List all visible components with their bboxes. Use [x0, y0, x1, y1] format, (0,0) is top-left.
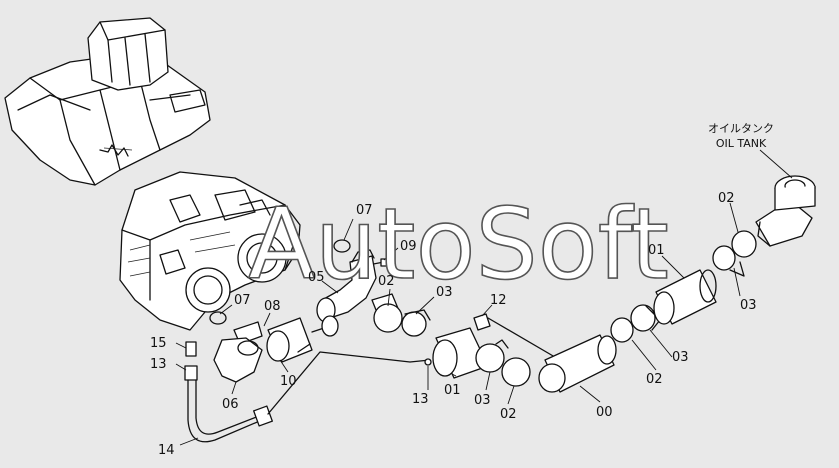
connecting-pipe-01-center: [432, 313, 561, 387]
callout-06: 06: [222, 397, 239, 412]
callout-09: 09: [400, 239, 417, 254]
callout-03-center: 03: [474, 393, 491, 408]
autosoft-watermark: AutoSoft: [248, 188, 669, 302]
clamp-set-right-lower: [610, 304, 661, 343]
oil-tank-label-japanese: オイルタンク: [708, 122, 774, 135]
callout-02-right-upper: 02: [718, 191, 735, 206]
excavator-overview-illustration: [4, 17, 211, 186]
callout-15: 15: [150, 336, 167, 351]
oil-tank-label-english: OIL TANK: [716, 137, 767, 150]
callout-01-right: 01: [648, 243, 665, 258]
callout-02-center: 02: [500, 407, 517, 422]
callout-01-center: 01: [444, 383, 461, 398]
callout-14: 14: [158, 443, 175, 458]
connecting-pipe-01-right: [653, 269, 717, 325]
callout-02-right-lower: 02: [646, 372, 663, 387]
callout-07-lower: 07: [234, 293, 251, 308]
callout-03-right-lower: 03: [672, 350, 689, 365]
callout-05: 05: [308, 270, 325, 285]
callout-08: 08: [264, 299, 281, 314]
pipe-00: [538, 334, 617, 393]
callout-02-upper: 02: [378, 274, 395, 289]
callout-07-upper: 07: [356, 203, 373, 218]
callout-13-left: 13: [150, 357, 167, 372]
callout-12: 12: [490, 293, 507, 308]
callout-10: 10: [280, 374, 297, 389]
suction-elbow-06-and-fitting-10: [209, 311, 339, 383]
hydraulic-pump-assembly: [119, 171, 301, 331]
callout-03-upper: 03: [436, 285, 453, 300]
callout-13-center: 13: [412, 392, 429, 407]
clamp-set-right-upper: [712, 230, 757, 277]
hose-14-with-fittings: [184, 341, 432, 443]
oil-tank-outlet: [755, 175, 816, 247]
callout-03-right-upper: 03: [740, 298, 757, 313]
leader-lines: [175, 149, 793, 446]
callout-00: 00: [596, 405, 613, 420]
